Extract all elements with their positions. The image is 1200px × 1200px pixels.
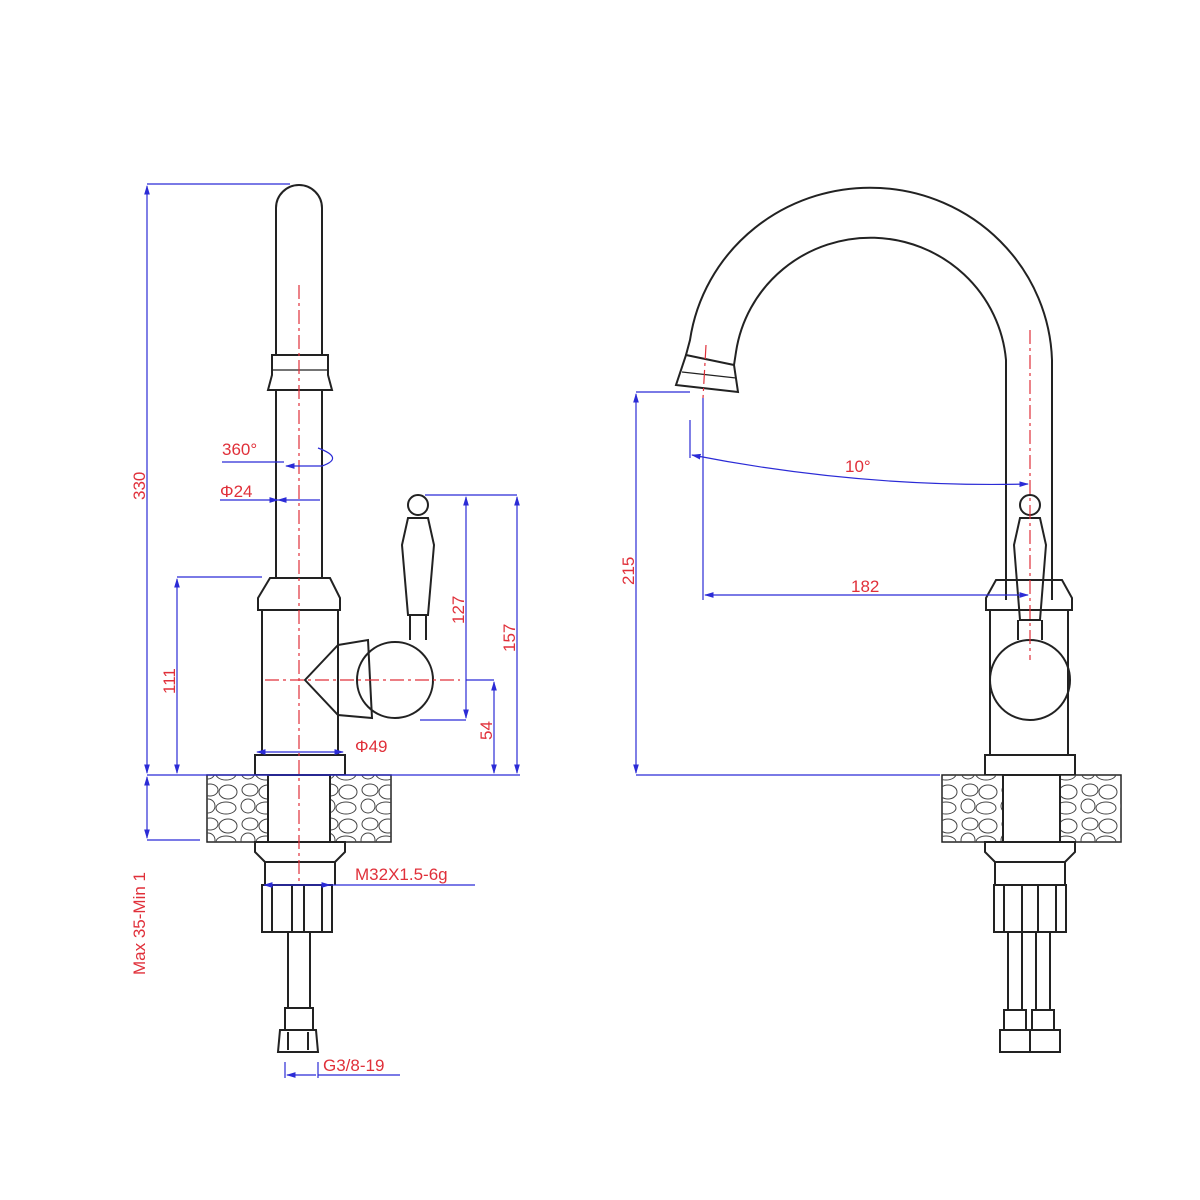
front-view: 215 10° 182 (619, 186, 1122, 1053)
swivel-tube (275, 390, 323, 578)
dim-swivel-angle: 360° (222, 440, 257, 459)
dim-thread-spec: M32X1.5-6g (355, 865, 448, 884)
aerator-collar (266, 354, 334, 391)
handle-lever (400, 517, 436, 640)
dim-hose-connection: G3/8-19 (323, 1056, 384, 1075)
front-base-ring (984, 754, 1076, 776)
dim-spout-height: 215 (619, 557, 638, 585)
base-ring (254, 754, 346, 776)
shank (267, 775, 331, 842)
side-view: 330 360° Φ24 111 127 157 54 Φ49 Max 35-M… (130, 183, 520, 1078)
hose-nut (276, 1029, 320, 1053)
front-handle-ball (989, 639, 1071, 721)
spout-tube (275, 184, 323, 355)
threaded-nut (261, 884, 333, 933)
dim-counter-thickness: Max 35-Min 1 (130, 872, 149, 975)
front-threaded-nut (993, 884, 1067, 933)
dim-spout-tilt: 10° (845, 457, 871, 476)
front-body (985, 579, 1073, 755)
mounting-nut (254, 841, 346, 885)
supply-hose (284, 932, 314, 1031)
front-mounting-nut (984, 841, 1076, 885)
dim-spout-reach: 182 (851, 577, 879, 596)
body (257, 577, 341, 755)
dim-body-height: 111 (160, 668, 179, 694)
dim-handle-height: 127 (449, 596, 468, 624)
front-handle-lever (1012, 517, 1048, 640)
gooseneck-spout (685, 186, 1053, 600)
front-supply-hoses (999, 932, 1061, 1053)
handle-knob (407, 494, 429, 516)
dim-handle-axis-height: 54 (477, 721, 496, 740)
dim-height-total: 330 (130, 472, 149, 500)
handle-hub (303, 638, 374, 720)
spout-tip (674, 353, 740, 394)
dim-spout-diameter: Φ24 (220, 482, 252, 501)
dim-handle-top-height: 157 (500, 624, 519, 652)
dim-base-diameter: Φ49 (355, 737, 387, 756)
